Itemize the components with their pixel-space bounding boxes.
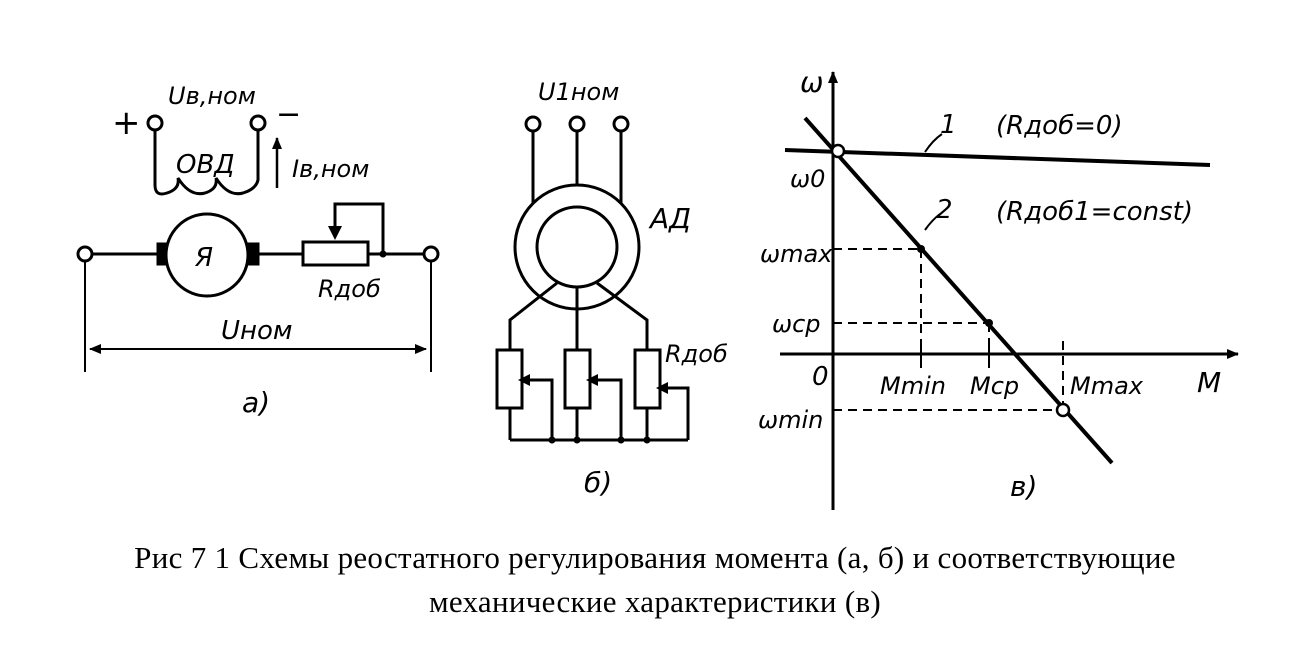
brush-right bbox=[246, 242, 260, 266]
armature-label: Я bbox=[194, 243, 213, 273]
scheme-c-labels: ω M 0 1 (Rдоб=0) 2 (Rдоб1=const) ω0 ωmax… bbox=[758, 66, 1221, 503]
armature-terminal-left bbox=[76, 245, 94, 263]
motor-label: АД bbox=[648, 202, 691, 235]
rotor-resistor-2 bbox=[563, 348, 592, 410]
scheme-b-labels: U1ном АД Rдоб б) bbox=[538, 78, 728, 499]
minus-sign: − bbox=[276, 97, 301, 132]
characteristic-1 bbox=[784, 148, 1211, 167]
resistor-label-a: Rдоб bbox=[318, 275, 381, 303]
figure-caption-line-1: Рис 7 1 Схемы реостатного регулирования … bbox=[134, 540, 1176, 575]
line-1-condition: (Rдоб=0) bbox=[996, 111, 1123, 141]
y-tick-omega-cp: ωср bbox=[772, 310, 821, 338]
stator-voltage-label: U1ном bbox=[538, 78, 619, 106]
resistor-label-b: Rдоб bbox=[665, 340, 728, 368]
line-2-label: 2 bbox=[936, 195, 953, 225]
scheme-b bbox=[495, 115, 690, 444]
scheme-b-label: б) bbox=[584, 466, 612, 499]
field-voltage-label: Uв,ном bbox=[168, 82, 256, 110]
scheme-a bbox=[76, 114, 440, 372]
field-winding-label: ОВД bbox=[176, 150, 235, 180]
y-axis-label: ω bbox=[800, 66, 823, 99]
x-tick-m-max: Mmax bbox=[1070, 372, 1144, 400]
rotor-resistor-1 bbox=[495, 348, 524, 410]
line-2-condition: (Rдоб1=const) bbox=[996, 197, 1193, 227]
origin-label: 0 bbox=[812, 362, 829, 392]
point-min bbox=[1055, 402, 1071, 418]
point-max bbox=[917, 245, 925, 253]
x-axis-label: M bbox=[1197, 366, 1221, 399]
point-cp bbox=[985, 319, 993, 327]
field-winding bbox=[153, 130, 260, 196]
scheme-c-label: в) bbox=[1010, 470, 1037, 503]
y-tick-omega0: ω0 bbox=[790, 165, 825, 193]
resistor-r-dob-a bbox=[301, 240, 370, 267]
figure-caption-line-2: механические характеристики (в) bbox=[428, 584, 882, 619]
stator-terminal-3 bbox=[612, 115, 630, 133]
point-omega0 bbox=[830, 143, 846, 159]
scheme-a-label: а) bbox=[242, 386, 270, 419]
x-tick-m-min: Mmin bbox=[880, 372, 946, 400]
scheme-a-labels: + − Uв,ном ОВД Iв,ном Я Rдоб Uном а) bbox=[112, 82, 381, 419]
stator-terminal-2 bbox=[568, 115, 586, 133]
field-terminal-plus bbox=[146, 114, 164, 132]
line-voltage-label: Uном bbox=[221, 316, 293, 346]
plus-sign: + bbox=[112, 103, 141, 143]
y-tick-omega-min: ωmin bbox=[758, 406, 823, 434]
line-1-label: 1 bbox=[940, 110, 957, 140]
field-current-label: Iв,ном bbox=[292, 155, 369, 183]
y-tick-omega-max: ωmax bbox=[760, 240, 833, 268]
x-tick-m-cp: Mср bbox=[970, 372, 1019, 400]
rotor-resistor-3 bbox=[633, 348, 662, 410]
armature-terminal-right bbox=[422, 245, 440, 263]
field-terminal-minus bbox=[249, 114, 267, 132]
scheme-c bbox=[780, 71, 1239, 510]
stator-terminal-1 bbox=[524, 115, 542, 133]
